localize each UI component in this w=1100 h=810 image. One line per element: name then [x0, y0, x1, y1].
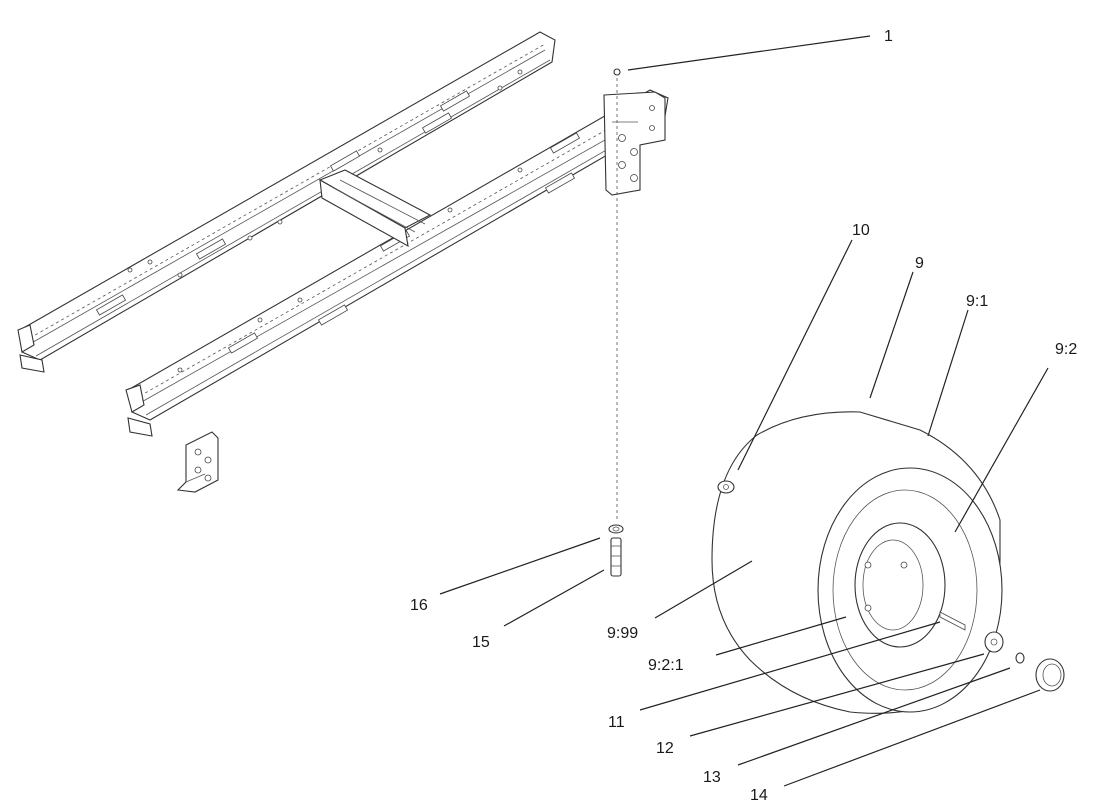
- mounting-bracket-front: [176, 431, 219, 493]
- leader-lines: [439, 35, 1049, 787]
- leader-9-99: [654, 560, 753, 619]
- leader-11: [639, 621, 941, 711]
- callout-9-1: 9:1: [966, 293, 988, 310]
- callout-10: 10: [852, 222, 870, 239]
- callout-12: 12: [656, 740, 674, 757]
- leader-12: [689, 653, 985, 737]
- callout-11: 11: [608, 714, 625, 731]
- wheel-assembly: [711, 411, 1065, 714]
- callout-labels: 1 10 9 9:1 9:2 16 15 9:99 9:2:1 11 12 13…: [410, 28, 1077, 804]
- callout-13: 13: [703, 769, 721, 786]
- callout-9: 9: [915, 255, 924, 272]
- leader-14: [783, 689, 1041, 787]
- mounting-bracket-rear: [603, 91, 666, 196]
- leader-9-1: [927, 309, 969, 437]
- leader-13: [737, 667, 1011, 766]
- leader-9-2: [954, 367, 1049, 533]
- cross-member: [318, 169, 432, 248]
- callout-9-2: 9:2: [1055, 341, 1077, 358]
- callout-9-99: 9:99: [607, 625, 638, 642]
- leader-16: [439, 537, 601, 595]
- frame-rail-upper: [17, 31, 556, 373]
- callout-15: 15: [472, 634, 490, 651]
- callout-16: 16: [410, 597, 428, 614]
- leader-9: [869, 271, 914, 399]
- leader-10: [737, 239, 853, 471]
- leader-15: [503, 569, 605, 627]
- fastener-stack: [608, 68, 624, 577]
- leader-1: [627, 35, 871, 71]
- leader-9-2-1: [715, 616, 847, 656]
- callout-14: 14: [750, 787, 768, 804]
- callout-1: 1: [884, 28, 893, 45]
- callout-9-2-1: 9:2:1: [648, 657, 684, 674]
